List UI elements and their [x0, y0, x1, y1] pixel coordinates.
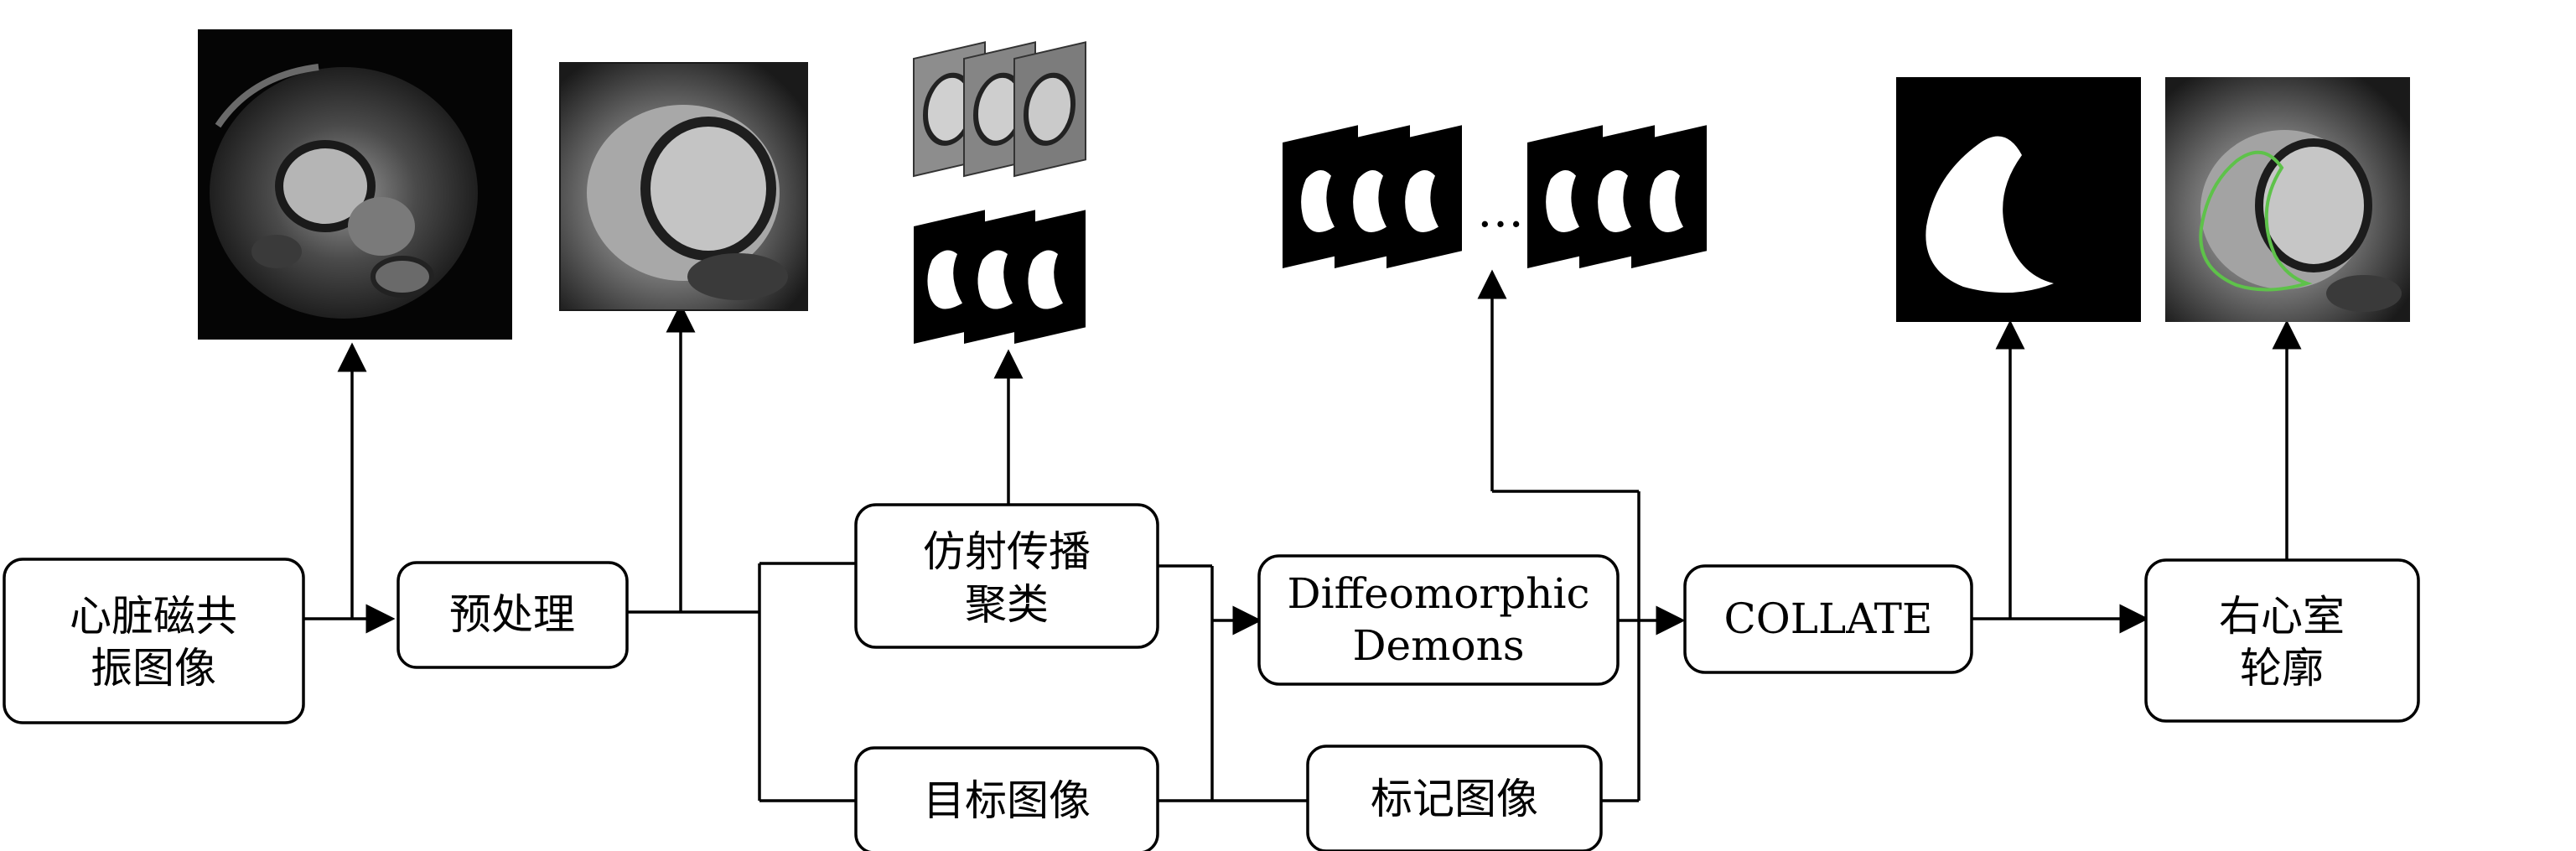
box-labeled-image-label: 标记图像	[1371, 775, 1538, 823]
warped-mask-stack-left	[1283, 125, 1462, 268]
overlay-contour-image	[2165, 77, 2410, 322]
box-rv-contour-line2: 轮廓	[2240, 644, 2324, 693]
box-preprocess-label: 预处理	[449, 590, 575, 639]
box-preprocess: 预处理	[397, 561, 629, 669]
cluster-image-stack	[913, 41, 1086, 178]
box-ap-clustering-line2: 聚类	[965, 580, 1049, 629]
box-labeled-image: 标记图像	[1306, 745, 1603, 851]
ellipsis: …	[1477, 184, 1524, 238]
box-cardiac-mri-line2: 振图像	[91, 644, 216, 693]
box-cardiac-mri-line1: 心脏磁共	[70, 592, 237, 641]
warped-mask-stack-right	[1527, 125, 1707, 268]
final-mask-image	[1896, 77, 2141, 322]
box-ap-clustering: 仿射传播 聚类	[854, 503, 1159, 649]
box-demons-line1: Diffeomorphic	[1288, 569, 1590, 618]
box-ap-clustering-line1: 仿射传播	[923, 527, 1091, 576]
box-rv-contour-line1: 右心室	[2219, 592, 2345, 641]
box-target-image-label: 目标图像	[923, 776, 1091, 825]
box-demons: Diffeomorphic Demons	[1257, 554, 1620, 686]
mri-cropped-image	[559, 62, 808, 311]
box-target-image: 目标图像	[854, 746, 1159, 851]
box-collate: COLLATE	[1683, 564, 1973, 674]
box-collate-label: COLLATE	[1724, 594, 1933, 643]
box-demons-line2: Demons	[1352, 621, 1524, 670]
box-rv-contour: 右心室 轮廓	[2144, 558, 2420, 723]
mri-full-image	[198, 29, 512, 340]
cluster-mask-stack	[914, 210, 1086, 344]
connectors	[303, 269, 2302, 802]
box-cardiac-mri: 心脏磁共 振图像	[3, 558, 305, 724]
